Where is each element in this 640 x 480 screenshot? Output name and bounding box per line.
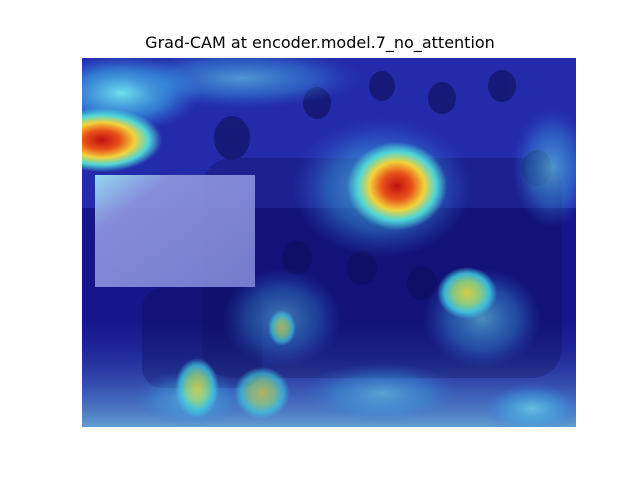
activation-warm-right bbox=[437, 267, 497, 319]
image-axes bbox=[82, 58, 576, 427]
activation-warm-bottom-left bbox=[175, 358, 219, 418]
gradcam-overlay bbox=[82, 58, 576, 427]
activation-hot-left-edge bbox=[82, 108, 162, 172]
figure-title: Grad-CAM at encoder.model.7_no_attention bbox=[145, 33, 495, 52]
masked-patch bbox=[95, 175, 255, 287]
activation-hot-center bbox=[347, 142, 447, 230]
activation-warm-bottom-center bbox=[234, 367, 290, 419]
